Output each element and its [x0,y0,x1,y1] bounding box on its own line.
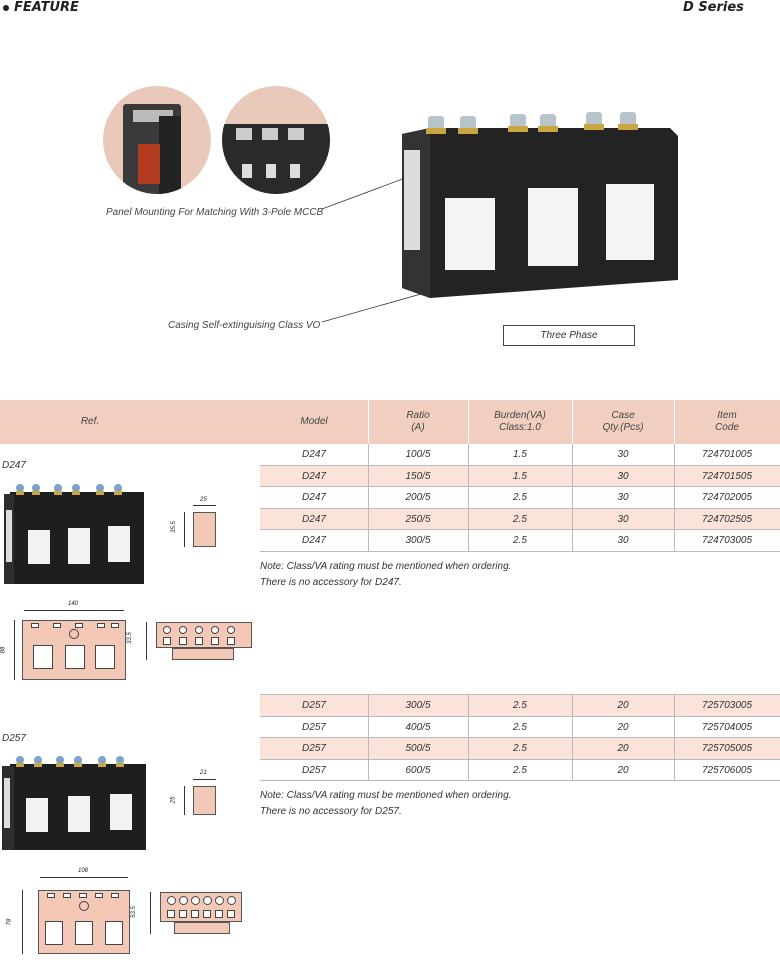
feature-heading: FEATURE [14,0,79,15]
d257-top-drawing [160,892,242,922]
table-row: D247 300/5 2.5 30 724703005 [260,530,780,552]
d247-label: D247 [2,460,26,471]
d257-front-drawing [38,890,130,954]
d247-dim-height-line [184,512,185,547]
col-ratio: Ratio(A) [406,410,430,433]
d257-dim-height-line [184,786,185,815]
table-row: D257 400/5 2.5 20 725704005 [260,716,780,739]
table-header: Ref. Model Ratio(A) Burden(VA)Class:1.0 … [0,400,780,444]
d257-product-image [2,752,148,852]
d247-table: D247 100/5 1.5 30 724701005 D247 150/5 1… [260,444,780,552]
d257-dim-width: 21 [200,770,207,776]
d247-bracket-drawing [172,648,234,660]
d247-dim-height: 35.5 [170,521,177,533]
d257-dim-total: 78 [6,918,13,926]
d257-dim-total-line [22,890,23,954]
table-row: D257 300/5 2.5 20 725703005 [260,695,780,717]
d247-product-image [4,480,148,586]
d247-window-drawing [193,512,216,547]
d247-dim-length: 140 [68,601,79,607]
d257-dim-length-line [40,877,128,878]
d257-dim-height: 25 [170,796,177,804]
d257-dim-length: 108 [78,868,89,874]
d257-note: Note: Class/VA rating must be mentioned … [260,790,512,817]
d257-window-drawing [193,786,216,815]
d257-dim-depth-line [150,892,151,934]
d247-dim-depth: 33.5 [126,632,133,644]
ct-product-image [400,100,682,300]
table-row: D247 200/5 2.5 30 724702005 [260,487,780,509]
d247-dim-width-line [193,505,216,506]
d247-dim-width: 25 [200,497,207,503]
d257-label: D257 [2,733,26,744]
table-row: D247 150/5 1.5 30 724701505 [260,465,780,488]
table-row: D247 250/5 2.5 30 724702505 [260,508,780,531]
col-model: Model [300,416,328,427]
caption-casing: Casing Self-extinguising Class VO [168,320,321,331]
col-burden: Burden(VA)Class:1.0 [494,410,546,433]
d257-dim-width-line [193,779,216,780]
d247-dim-depth-line [146,622,147,660]
three-phase-label: Three Phase [503,325,635,346]
table-row: D257 500/5 2.5 20 725705005 [260,738,780,760]
d247-front-drawing [22,620,126,680]
mccb-photo [103,86,211,194]
d247-dim-total: 88 [0,646,7,654]
table-row: D257 600/5 2.5 20 725706005 [260,759,780,782]
d257-table: D257 300/5 2.5 20 725703005 D257 400/5 2… [260,694,780,782]
mounting-detail-photo [222,86,330,194]
caption-panel-mounting: Panel Mounting For Matching With 3-Pole … [106,207,324,218]
d247-dim-length-line [24,610,124,611]
d257-dim-depth: 53.5 [130,906,137,918]
series-heading: D Series [683,0,744,15]
bullet-icon [3,5,9,11]
table-row: D247 100/5 1.5 30 724701005 [260,444,780,466]
d247-dim-total-line [14,620,15,680]
d247-top-drawing [156,622,252,648]
d247-note: Note: Class/VA rating must be mentioned … [260,561,512,588]
d257-bracket-drawing [174,922,230,934]
col-ref: Ref. [80,416,100,427]
